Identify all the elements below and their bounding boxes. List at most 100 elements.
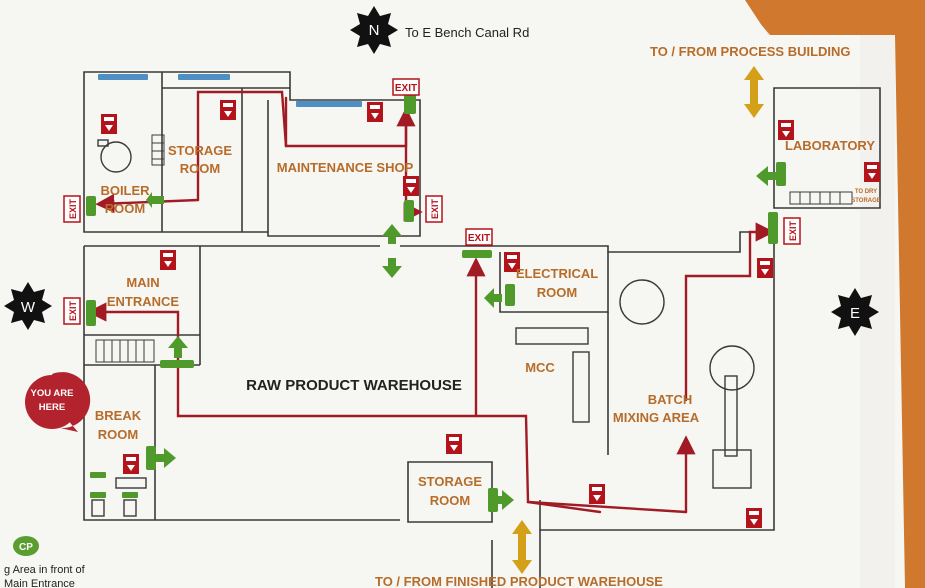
exit-sign-boiler: EXIT: [63, 195, 81, 223]
storage-room-label-1: STORAGE: [168, 143, 232, 158]
fire-extinguisher-icon: [778, 120, 794, 140]
exit-door-warehouse-north: [462, 250, 492, 258]
route-main-entrance: [87, 302, 180, 332]
equipment: [91, 139, 755, 517]
exit-door-boiler: [86, 196, 96, 216]
green-left-arrow-lab: [756, 166, 776, 186]
boiler-room-label-1: BOILER: [100, 183, 150, 198]
compass-north: N: [350, 6, 398, 54]
laboratory-label: LABORATORY: [785, 138, 875, 153]
legend-line-2: Main Entrance: [4, 578, 75, 588]
process-building-label: TO / FROM PROCESS BUILDING: [650, 44, 851, 59]
exit-door-electrical: [505, 284, 515, 306]
mcc-panel: [515, 327, 589, 345]
storage-room-label-2: ROOM: [180, 161, 220, 176]
legend-line-1: g Area in front of: [4, 564, 86, 576]
west-wall: [83, 246, 155, 521]
north-east-wall: [400, 231, 775, 588]
legend: CP g Area in front of Main Entrance: [4, 536, 86, 588]
finished-warehouse-arrow: [512, 520, 532, 574]
to-dry-storage-label: TO DRY STORAGE: [851, 189, 881, 204]
mixer-base: [712, 449, 752, 489]
fire-extinguisher-icon: [220, 100, 236, 120]
process-building-arrow: [744, 66, 764, 118]
evacuation-routes: [87, 90, 775, 514]
svg-text:EXIT: EXIT: [788, 221, 798, 242]
boiler-tank: [100, 141, 132, 173]
laboratory-wall: [773, 87, 881, 209]
exit-door-maintenance-east: [404, 200, 414, 222]
storage-room-b-label-2: ROOM: [430, 493, 470, 508]
exit-sign-maintenance: EXIT: [392, 78, 420, 96]
break-room-label-1: BREAK: [95, 408, 142, 423]
exit-doors: [86, 92, 786, 512]
green-up-arrow-main: [168, 336, 188, 358]
exit-door-stairs: [160, 360, 194, 368]
windows: [98, 74, 362, 107]
break-room-label-2: ROOM: [98, 427, 138, 442]
green-down-arrow-maintenance: [382, 258, 402, 278]
fire-extinguisher-icon: [446, 434, 462, 454]
fire-extinguisher-icon: [160, 250, 176, 270]
top-road-label: To E Bench Canal Rd: [405, 25, 529, 40]
raw-product-warehouse-label: RAW PRODUCT WAREHOUSE: [246, 377, 462, 394]
svg-text:EXIT: EXIT: [68, 199, 78, 220]
fire-extinguisher-icon: [504, 252, 520, 272]
exit-door-east: [768, 212, 778, 244]
storage-room-bottom-wall: [407, 461, 493, 523]
fire-extinguisher-icon: [367, 102, 383, 122]
svg-text:EXIT: EXIT: [68, 301, 78, 322]
exit-door-break-room: [146, 446, 156, 470]
electrical-room-label-1: ELECTRICAL: [516, 266, 598, 281]
mcc-label: MCC: [525, 360, 555, 375]
exit-door-storage-bottom: [488, 488, 498, 512]
fire-extinguisher-icon: [746, 508, 762, 528]
exit-door-maintenance-north: [404, 92, 416, 114]
mcc-cabinet: [572, 351, 590, 423]
batch-mixing-label-2: MIXING AREA: [613, 410, 700, 425]
cp-badge: [13, 536, 39, 556]
walls: [83, 71, 881, 588]
exit-sign-east: EXIT: [783, 217, 801, 245]
stairs: [95, 134, 853, 363]
storage-room-b-label-1: STORAGE: [418, 474, 482, 489]
exit-door-main-entrance: [86, 300, 96, 326]
batch-mixing-label-1: BATCH: [648, 392, 693, 407]
svg-text:YOU ARE: YOU ARE: [31, 388, 74, 399]
top-wing-wall: [83, 71, 421, 237]
round-tank: [619, 279, 665, 325]
svg-text:EXIT: EXIT: [430, 199, 440, 220]
finished-warehouse-label: TO / FROM FINISHED PRODUCT WAREHOUSE: [375, 574, 663, 588]
fire-extinguisher-icon: [101, 114, 117, 134]
mixer-tank: [709, 345, 755, 391]
svg-text:CP: CP: [19, 542, 33, 553]
green-right-arrow-storage: [494, 490, 514, 510]
north-letter: N: [369, 22, 380, 39]
compass-east: E: [831, 288, 879, 336]
you-are-here-marker: YOU ARE HERE: [25, 372, 91, 432]
exit-sign-maintenance-east: EXIT: [425, 195, 443, 223]
electrical-room-label-2: ROOM: [537, 285, 577, 300]
exit-door-laboratory: [776, 162, 786, 186]
exit-sign-warehouse: EXIT: [465, 228, 493, 246]
fire-extinguisher-icons: [101, 100, 880, 528]
svg-text:EXIT: EXIT: [395, 83, 417, 94]
route-warehouse-south: [176, 328, 688, 514]
exit-signs: EXIT EXIT EXIT EXIT EXIT EXIT: [63, 78, 801, 325]
svg-text:HERE: HERE: [39, 402, 65, 413]
compass-west: W: [4, 282, 52, 330]
electrical-room-wall: [499, 252, 609, 313]
east-letter: E: [850, 305, 860, 322]
orange-wall: [740, 0, 925, 588]
boiler-room-label-2: ROOM: [105, 201, 145, 216]
svg-text:TO DRY: TO DRY: [855, 189, 877, 195]
main-entrance-label-2: ENTRANCE: [107, 294, 180, 309]
main-entrance-label-1: MAIN: [126, 275, 159, 290]
room-labels: BOILER ROOM STORAGE ROOM MAINTENANCE SHO…: [95, 138, 875, 508]
fire-extinguisher-icon: [757, 258, 773, 278]
green-left-arrow-electrical: [484, 288, 502, 308]
route-batch-to-east-exit: [684, 222, 775, 402]
fire-extinguisher-icon: [589, 484, 605, 504]
fire-extinguisher-icon: [403, 176, 419, 196]
